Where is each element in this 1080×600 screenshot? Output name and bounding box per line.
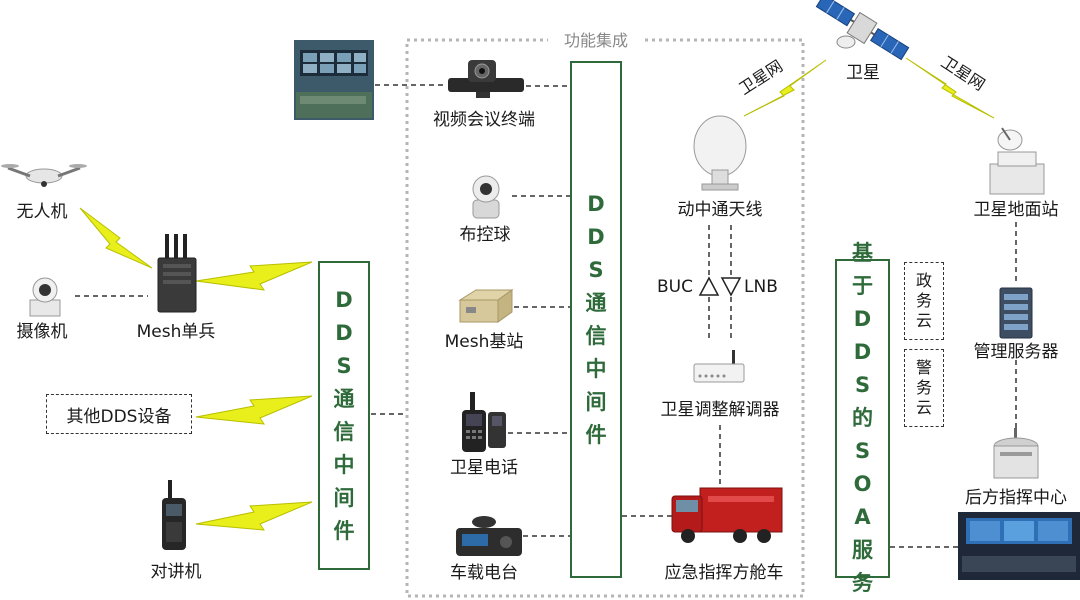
vertical-text-char: D (853, 307, 872, 331)
buc-triangle (698, 276, 720, 296)
mesh-soldier-device-icon (157, 234, 197, 313)
drone-label: 无人机 (16, 202, 68, 222)
vertical-text-char: 通 (333, 386, 355, 411)
government-cloud-box: 政务云 (904, 262, 944, 340)
dome-camera-icon (472, 175, 500, 219)
command-vehicle-icon (671, 487, 783, 543)
vertical-text-char: 务 (852, 571, 873, 595)
mesh-base-station-icon (458, 289, 514, 323)
dome-camera-label: 布控球 (459, 225, 511, 245)
vehicle-radio-label: 车载电台 (450, 563, 518, 583)
lightning-icon (195, 261, 313, 291)
vertical-text-char: 务 (915, 291, 932, 310)
other-dds-devices-label: 其他DDS设备 (66, 406, 172, 427)
rear-command-center-label: 后方指挥中心 (965, 488, 1067, 508)
satellite-label: 卫星 (846, 63, 880, 83)
satellite-phone-icon (462, 392, 506, 452)
vertical-text-char: 基 (852, 241, 873, 265)
management-server-icon (999, 287, 1033, 339)
vertical-text-char: 信 (333, 419, 355, 444)
walkie-talkie-icon (162, 480, 186, 550)
drone-icon (1, 164, 87, 187)
buc-label: BUC (657, 277, 693, 297)
management-server-label: 管理服务器 (973, 342, 1059, 362)
satellite-phone-label: 卫星电话 (450, 458, 518, 478)
lightning-icon (743, 59, 827, 117)
camera-label: 摄像机 (16, 322, 68, 342)
lightning-icon (79, 207, 153, 269)
command-center-building-icon (993, 428, 1039, 479)
vertical-text-char: 件 (585, 422, 607, 447)
ground-station-label: 卫星地面站 (973, 200, 1059, 220)
lightning-icon (905, 57, 995, 119)
command-vehicle-label: 应急指挥方舱车 (664, 563, 784, 583)
police-cloud-box: 警务云 (904, 349, 944, 427)
vertical-text-char: 间 (585, 389, 607, 414)
command-center-room-image (958, 512, 1080, 580)
vertical-text-char: 云 (915, 311, 932, 330)
vertical-text-char: D (335, 287, 353, 312)
vertical-text-char: 警 (915, 358, 932, 377)
vertical-text-char: 的 (852, 406, 873, 430)
vertical-text-char: 中 (333, 452, 355, 477)
vertical-text-char: D (587, 224, 605, 249)
vertical-text-char: O (853, 472, 872, 496)
satellite-icon (815, 0, 910, 61)
vertical-text-char: 云 (915, 398, 932, 417)
antenna-label: 动中通天线 (677, 200, 763, 220)
satellite-modem-label: 卫星调整解调器 (660, 400, 780, 420)
video-conference-room-image (294, 40, 374, 120)
satellite-ground-station-icon (989, 127, 1045, 195)
video-conference-terminal-icon (448, 60, 524, 98)
vertical-text-char: 间 (333, 485, 355, 510)
mesh-base-station-label: Mesh基站 (444, 332, 524, 352)
vertical-text-char: S (588, 257, 604, 282)
satellite-modem-icon (693, 350, 745, 383)
camera-icon (29, 277, 61, 317)
vertical-text-char: D (853, 340, 872, 364)
lightning-icon (195, 395, 313, 425)
vertical-text-char: 服 (852, 538, 873, 562)
vertical-text-char: D (335, 320, 353, 345)
vertical-text-char: 务 (915, 378, 932, 397)
vertical-text-char: 信 (585, 323, 607, 348)
vertical-text-char: A (854, 505, 871, 529)
mesh-soldier-label: Mesh单兵 (136, 322, 216, 342)
vertical-text-char: D (587, 191, 605, 216)
mobile-satellite-antenna-icon (693, 115, 747, 191)
integration-label: 功能集成 (563, 31, 629, 50)
vertical-text-char: 通 (585, 290, 607, 315)
video-conference-terminal-label: 视频会议终端 (433, 110, 535, 130)
lnb-triangle (720, 277, 742, 297)
vertical-text-char: S (854, 373, 871, 397)
vertical-text-char: 中 (585, 356, 607, 381)
vertical-text-char: S (854, 439, 871, 463)
vertical-text-char: 政 (915, 271, 932, 290)
lightning-icon (195, 501, 313, 531)
other-dds-devices-box: 其他DDS设备 (46, 394, 192, 434)
walkie-talkie-label: 对讲机 (150, 562, 202, 582)
vertical-text-char: S (336, 353, 352, 378)
vehicle-radio-icon (456, 516, 522, 556)
vertical-text-char: 件 (333, 518, 355, 543)
lnb-label: LNB (744, 277, 778, 297)
vertical-text-char: 于 (852, 274, 873, 298)
